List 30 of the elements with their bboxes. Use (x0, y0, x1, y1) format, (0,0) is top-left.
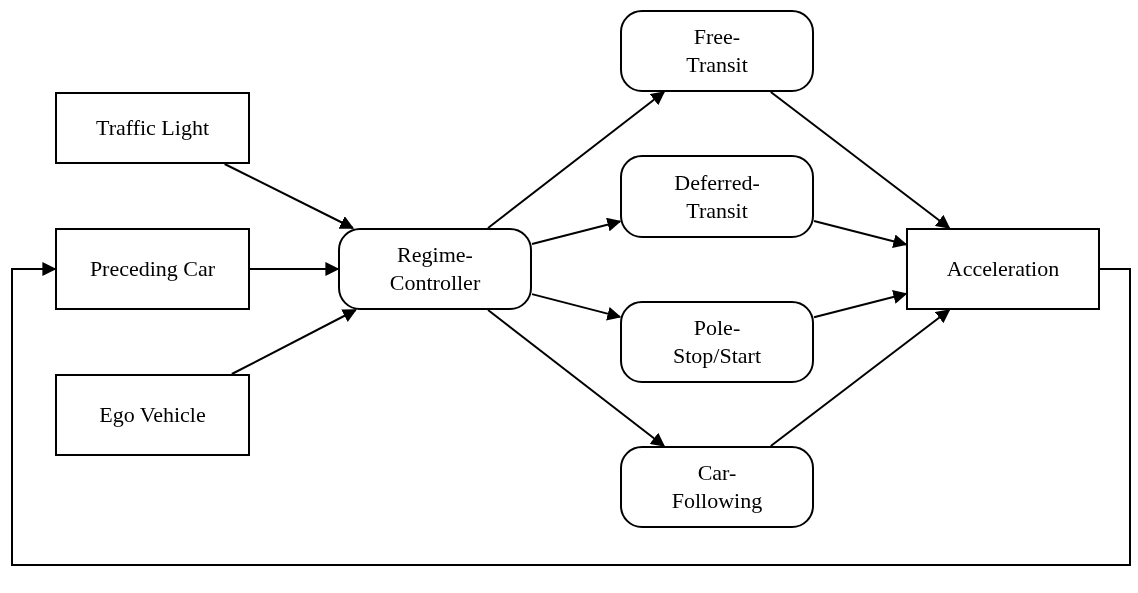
node-label: Ego Vehicle (98, 401, 207, 429)
node-label: Traffic Light (94, 114, 211, 142)
process-box (620, 155, 814, 238)
process-box (620, 446, 814, 528)
process-box (620, 301, 814, 383)
input-box (55, 92, 250, 164)
node-label: Preceding Car (88, 255, 217, 283)
arrow (531, 293, 622, 321)
arrow (487, 309, 666, 447)
arrow (769, 309, 951, 447)
node-label: Free- Transit (685, 23, 749, 79)
arrow (230, 309, 357, 375)
node-label: Acceleration (945, 255, 1061, 283)
input-box (906, 228, 1100, 310)
arrow (813, 290, 908, 319)
arrow (531, 217, 622, 246)
process-box (620, 10, 814, 92)
arrow (813, 220, 908, 249)
node-label: Pole- Stop/Start (672, 314, 762, 370)
input-box (55, 228, 250, 310)
arrow (487, 91, 666, 229)
node-label: Regime- Controller (388, 241, 482, 297)
input-box (55, 374, 250, 456)
arrow (11, 262, 1131, 566)
arrow (249, 262, 340, 276)
node-label: Deferred- Transit (673, 168, 761, 225)
arrow (769, 91, 951, 229)
node-label: Car- Following (670, 459, 764, 515)
process-box (338, 228, 532, 310)
arrow (223, 163, 355, 229)
